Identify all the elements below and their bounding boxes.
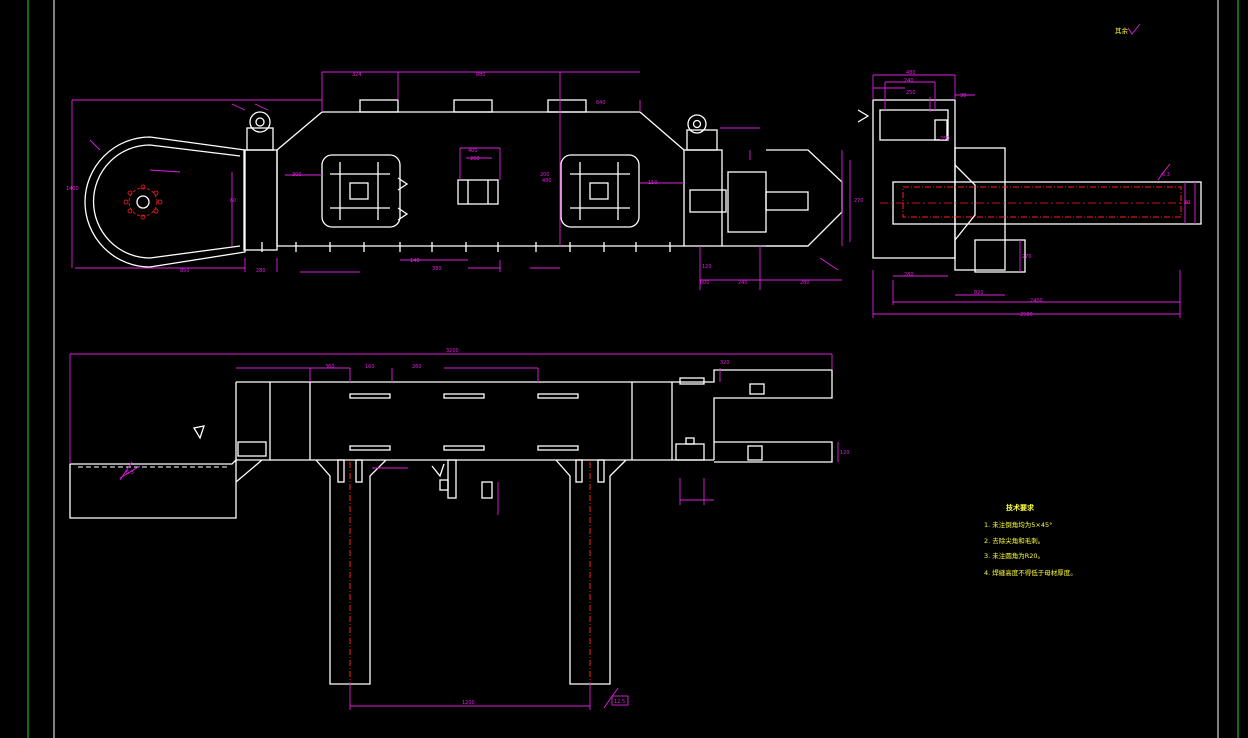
svg-text:6.3: 6.3 <box>126 470 134 476</box>
svg-text:640: 640 <box>596 100 606 106</box>
svg-text:160: 160 <box>365 364 375 370</box>
svg-text:12.5: 12.5 <box>614 699 625 705</box>
svg-text:30: 30 <box>960 93 966 99</box>
svg-text:380: 380 <box>432 266 442 272</box>
svg-text:240: 240 <box>738 280 748 286</box>
front-view-dimension-labels: 324 880 640 1400 850 400 260 280 380 140… <box>66 72 864 286</box>
plan-view-dimension-labels: 3200 360 160 260 320 1200 120 <box>325 348 850 706</box>
svg-text:360: 360 <box>325 364 335 370</box>
technical-requirements: 技术要求 1. 未注倒角均为5×45° 2. 去除尖角和毛刺。 3. 未注圆角为… <box>984 503 1077 577</box>
svg-text:850: 850 <box>180 268 190 274</box>
svg-text:200: 200 <box>540 172 550 178</box>
tech-note-1: 1. 未注倒角均为5×45° <box>984 520 1052 529</box>
svg-text:480: 480 <box>906 70 916 76</box>
drawing-frame <box>27 0 1239 738</box>
tech-note-4: 4. 焊缝高度不得低于母材厚度。 <box>984 568 1077 577</box>
tech-note-3: 3. 未注圆角为R20。 <box>984 551 1044 560</box>
surface-roughness-marks: 6.3 12.5 6.3 <box>119 163 1171 709</box>
tech-note-2: 2. 去除尖角和毛刺。 <box>984 536 1044 545</box>
svg-text:280: 280 <box>256 268 266 274</box>
svg-text:250: 250 <box>940 136 950 142</box>
svg-text:270: 270 <box>854 198 864 204</box>
plan-view: 3200 360 160 260 320 1200 120 6.3 12.5 6… <box>69 163 1171 710</box>
svg-text:6.3: 6.3 <box>1162 172 1170 178</box>
svg-text:480: 480 <box>542 178 552 184</box>
svg-text:600: 600 <box>700 280 710 286</box>
svg-text:120: 120 <box>840 450 850 456</box>
svg-text:2580: 2580 <box>1020 312 1033 318</box>
svg-text:其余: 其余 <box>1115 26 1129 35</box>
corner-roughness-mark: 其余 <box>1115 23 1141 35</box>
svg-text:270: 270 <box>1022 254 1032 260</box>
svg-text:280: 280 <box>904 272 914 278</box>
svg-text:324: 324 <box>352 72 362 78</box>
svg-text:250: 250 <box>906 90 916 96</box>
svg-text:120: 120 <box>702 264 712 270</box>
svg-text:140: 140 <box>410 258 420 264</box>
front-view: 324 880 640 1400 850 400 260 280 380 140… <box>66 71 864 290</box>
side-view: 480 240 30 250 250 280 820 2400 2580 270… <box>857 70 1202 318</box>
side-view-dimension-labels: 480 240 30 250 250 280 820 2400 2580 270… <box>904 70 1190 318</box>
svg-text:280: 280 <box>800 280 810 286</box>
svg-text:2400: 2400 <box>1030 298 1043 304</box>
svg-text:820: 820 <box>974 290 984 296</box>
svg-text:150: 150 <box>648 180 658 186</box>
svg-text:880: 880 <box>476 72 486 78</box>
svg-text:260: 260 <box>412 364 422 370</box>
svg-text:300: 300 <box>292 172 302 178</box>
svg-text:80: 80 <box>1184 200 1190 206</box>
svg-text:60: 60 <box>230 198 236 204</box>
svg-text:260: 260 <box>470 156 480 162</box>
svg-text:320: 320 <box>720 360 730 366</box>
svg-text:1400: 1400 <box>66 186 79 192</box>
tech-notes-title: 技术要求 <box>1006 503 1035 512</box>
svg-text:400: 400 <box>468 148 478 154</box>
svg-text:3200: 3200 <box>446 348 459 354</box>
svg-text:240: 240 <box>904 78 914 84</box>
svg-text:1200: 1200 <box>462 700 475 706</box>
